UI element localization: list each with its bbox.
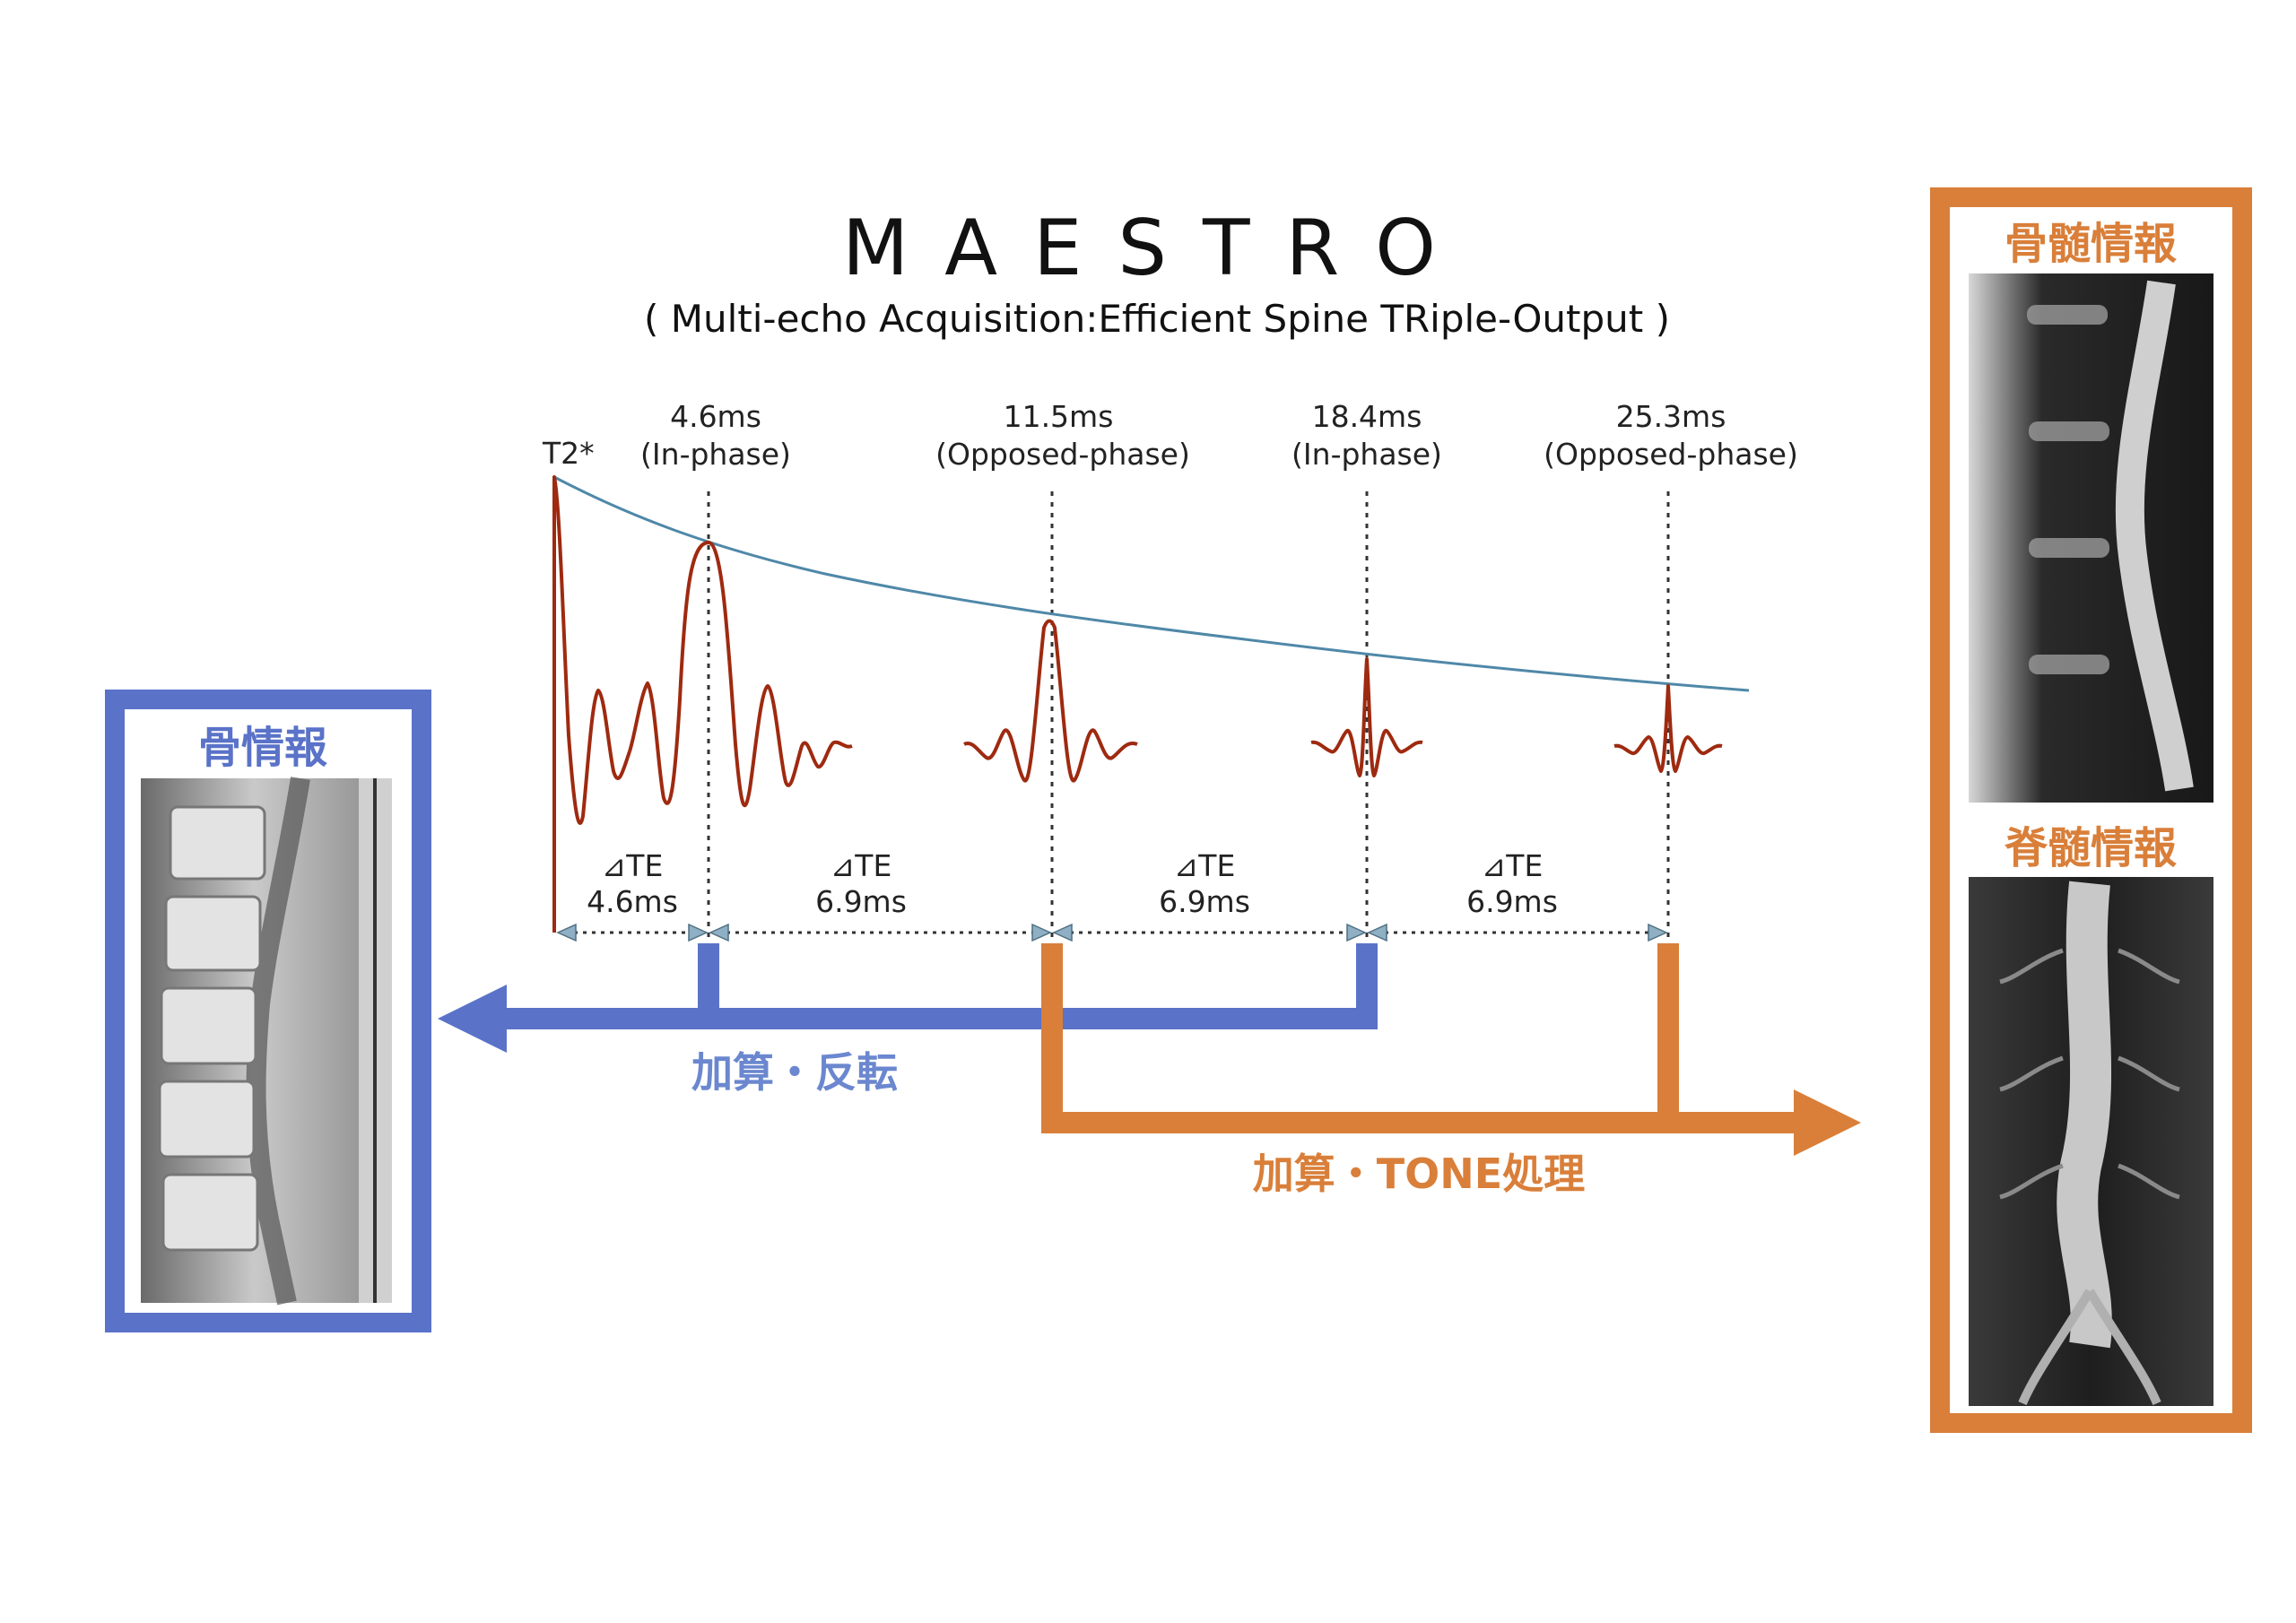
echo-1-phase: (In-phase) (640, 437, 791, 472)
blue-process-arrow (438, 943, 1378, 1053)
echo-4-waveform (1613, 684, 1723, 773)
orange-process-arrow (1041, 943, 1861, 1156)
interval-1-value: 4.6ms (587, 884, 678, 919)
echo-2-time: 11.5ms (1004, 399, 1114, 434)
echo-2-waveform (963, 619, 1138, 783)
interval-2-value: 6.9ms (815, 884, 907, 919)
bone-mri-image (141, 777, 392, 1306)
interval-4-value: 6.9ms (1466, 884, 1558, 919)
echo-4-phase: (Opposed-phase) (1544, 437, 1798, 472)
bone-info-title: 骨情報 (198, 723, 327, 773)
echo-3-time: 18.4ms (1312, 399, 1422, 434)
echo-2-phase: (Opposed-phase) (935, 437, 1190, 472)
interval-2-label: ⊿TE (831, 848, 892, 883)
spinal-cord-mri-image (1969, 877, 2213, 1406)
marrow-mri-image (1969, 273, 2213, 803)
echo-3-waveform (1310, 657, 1423, 777)
t2-decay-curve (553, 475, 1750, 692)
interval-3-label: ⊿TE (1174, 848, 1236, 883)
diagram-subtitle: ( Multi-echo Acquisition:Efficient Spine… (644, 297, 1670, 341)
echo-1-time: 4.6ms (670, 399, 761, 434)
echo-4-time: 25.3ms (1616, 399, 1726, 434)
interval-arrows (556, 923, 1668, 942)
echo-waveforms (552, 475, 1723, 933)
interval-1-label: ⊿TE (602, 848, 664, 883)
fid-waveform (552, 475, 631, 933)
interval-3-value: 6.9ms (1159, 884, 1250, 919)
orange-process-label: 加算・TONE処理 (1253, 1150, 1585, 1198)
output-panel: 骨髄情報 脊髄情報 (1930, 187, 2252, 1433)
interval-4-label: ⊿TE (1482, 848, 1544, 883)
echo-1-waveform (628, 541, 853, 808)
echo-3-phase: (In-phase) (1292, 437, 1442, 472)
marrow-info-title: 骨髄情報 (2005, 219, 2177, 269)
t2-star-label: T2* (542, 436, 595, 471)
bone-info-panel: 骨情報 (105, 690, 431, 1332)
blue-process-label: 加算・反転 (691, 1048, 898, 1097)
diagram-title: MAESTRO (842, 204, 1472, 293)
spinal-cord-info-title: 脊髄情報 (2005, 823, 2177, 873)
